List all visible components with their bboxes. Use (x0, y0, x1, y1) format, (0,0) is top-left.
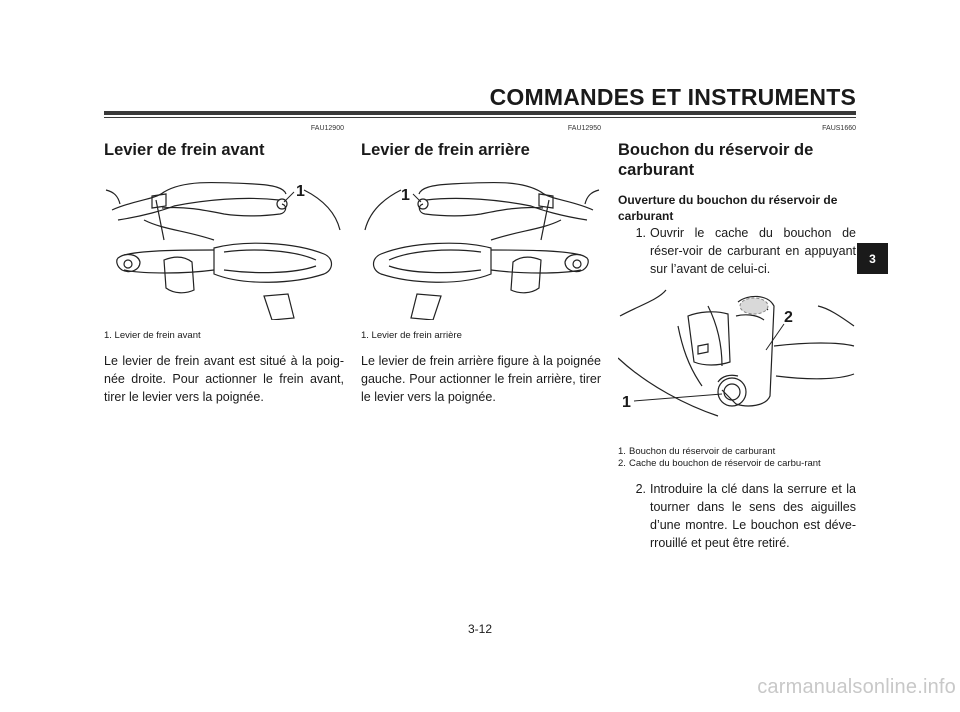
section-code: FAU12950 (567, 125, 601, 132)
header-rule (104, 111, 856, 115)
figure-caption: 1. Levier de frein arrière (361, 330, 462, 341)
page-number: 3-12 (467, 622, 493, 636)
rear-brake-lever-illustration: 1 (364, 181, 600, 320)
header-rule-thin (104, 117, 856, 118)
section-code: FAU12900 (310, 125, 344, 132)
section-body: Le levier de frein arrière figure à la p… (361, 354, 601, 404)
section-front-brake: FAU12900 Levier de frein avant 1 1. Levi… (104, 124, 344, 406)
figure-callout-2: 2 (784, 309, 793, 326)
figure-caption: 1. Levier de frein avant (104, 330, 201, 341)
caption-number: 2. (618, 458, 626, 469)
step-number: 1. (635, 226, 646, 240)
fuel-cap-illustration: 1 2 (618, 289, 855, 417)
section-fuel-cap: FAUS1660 Bouchon du réservoir de carbura… (618, 124, 856, 552)
chapter-tab: 3 (857, 243, 888, 274)
figure-callout: 1 (296, 183, 305, 200)
front-brake-lever-illustration: 1 (105, 181, 341, 320)
step-number: 2. (635, 482, 646, 496)
figure-caption-list: 1. Bouchon du réservoir de carburant 2. … (618, 446, 856, 470)
step-item: 2. Introduire la clé dans la serrure et … (618, 480, 856, 552)
caption-number: 1. (618, 446, 626, 457)
watermark: carmanualsonline.info (757, 676, 956, 698)
section-title: Levier de frein arrière (361, 141, 530, 159)
figure-callout-1: 1 (622, 394, 631, 411)
step-item: 1. Ouvrir le cache du bouchon de réser-v… (618, 224, 856, 278)
section-code: FAUS1660 (822, 125, 856, 132)
section-title: Bouchon du réservoir de carburant (618, 141, 814, 179)
caption-item: 1. Bouchon du réservoir de carburant (618, 446, 856, 458)
section-rear-brake: FAU12950 Levier de frein arrière 1 1. Le… (361, 124, 601, 406)
caption-text: Bouchon du réservoir de carburant (629, 446, 776, 457)
step-text: Ouvrir le cache du bouchon de réser-voir… (650, 226, 856, 276)
caption-text: Cache du bouchon de réservoir de carbu-r… (629, 458, 821, 469)
caption-item: 2. Cache du bouchon de réservoir de carb… (618, 458, 856, 470)
section-body: Le levier de frein avant est situé à la … (104, 354, 344, 404)
section-subtitle: Ouverture du bouchon du réservoir de car… (618, 193, 838, 223)
figure-callout: 1 (401, 187, 410, 204)
page-header-title: COMMANDES ET INSTRUMENTS (489, 84, 856, 110)
step-text: Introduire la clé dans la serrure et la … (650, 482, 856, 550)
section-title: Levier de frein avant (104, 141, 265, 159)
